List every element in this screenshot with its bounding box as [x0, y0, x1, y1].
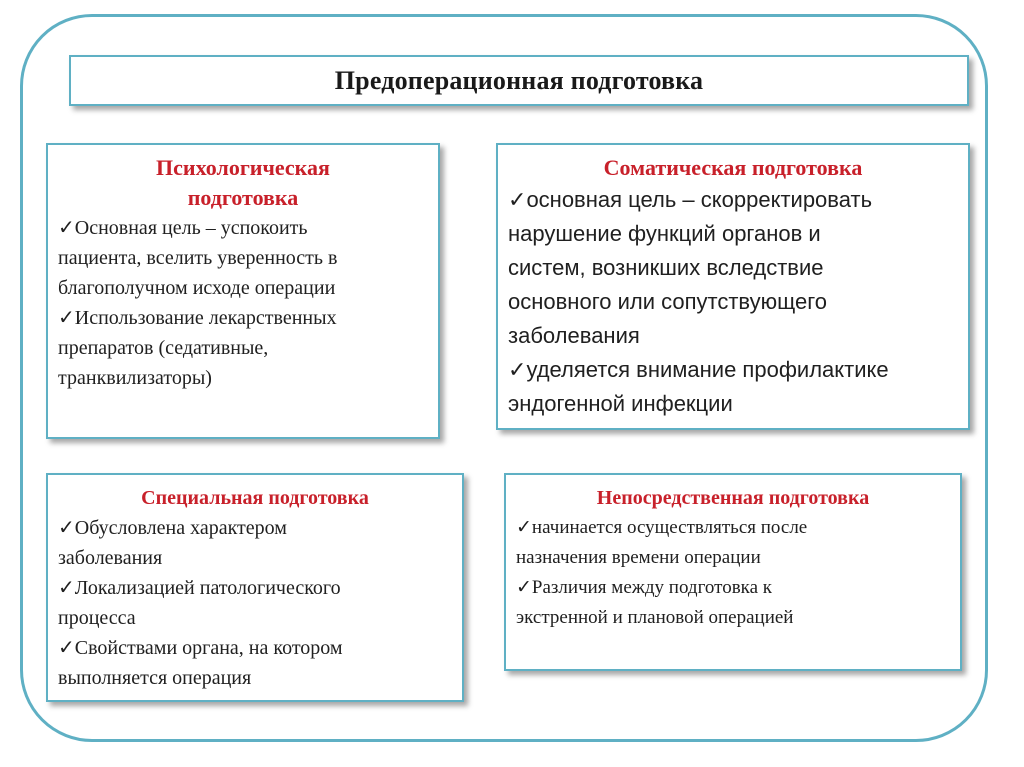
heading-line: Психологическая: [156, 155, 330, 180]
list-item: ✓Основная цель – успокоить пациента, все…: [58, 213, 428, 303]
card-heading: Психологическая подготовка: [58, 153, 428, 213]
card-somatic-preparation: Соматическая подготовка ✓основная цель –…: [496, 143, 970, 430]
check-icon: ✓: [58, 517, 75, 539]
card-heading: Непосредственная подготовка: [516, 483, 950, 513]
check-icon: ✓: [508, 357, 527, 382]
item-line: пациента, вселить уверенность в: [58, 247, 338, 269]
list-item: ✓Обусловлена характером заболевания: [58, 513, 452, 573]
item-line: заболевания: [508, 323, 640, 348]
item-line: Использование лекарственных: [74, 307, 337, 329]
item-line: Основная цель – успокоить: [74, 217, 308, 239]
item-line: начинается осуществляться после: [531, 517, 808, 538]
page-title: Предоперационная подготовка: [334, 65, 704, 95]
item-line: Локализацией патологического: [74, 577, 341, 599]
check-icon: ✓: [58, 577, 75, 599]
card-heading: Специальная подготовка: [58, 483, 452, 513]
item-line: назначения времени операции: [516, 547, 761, 568]
list-item: ✓Свойствами органа, на котором выполняет…: [58, 633, 452, 693]
item-line: заболевания: [58, 547, 163, 569]
outer-frame: [20, 14, 988, 742]
item-line: препаратов (седативные,: [58, 337, 269, 359]
heading-line: Специальная подготовка: [141, 487, 369, 509]
item-line: выполняется операция: [58, 667, 252, 689]
list-item: ✓уделяется внимание профилактике эндоген…: [508, 353, 958, 421]
heading-line: Непосредственная подготовка: [596, 487, 870, 509]
item-line: Обусловлена характером: [74, 517, 287, 539]
card-heading: Соматическая подготовка: [508, 153, 958, 183]
check-icon: ✓: [516, 577, 532, 598]
item-line: экстренной и плановой операцией: [516, 607, 794, 628]
list-item: ✓начинается осуществляться после назначе…: [516, 513, 950, 573]
item-line: основная цель – скорректировать: [526, 187, 873, 212]
list-item: ✓основная цель – скорректировать нарушен…: [508, 183, 958, 353]
item-line: благополучном исходе операции: [58, 277, 336, 299]
list-item: ✓Различия между подготовка к экстренной …: [516, 573, 950, 633]
item-line: уделяется внимание профилактике: [526, 357, 889, 382]
item-line: Свойствами органа, на котором: [74, 637, 343, 659]
card-psychological-preparation: Психологическая подготовка ✓Основная цел…: [46, 143, 440, 439]
title-box: Предоперационная подготовка: [69, 55, 969, 106]
item-line: основного или сопутствующего: [508, 289, 827, 314]
item-line: систем, возникших вследствие: [508, 255, 824, 280]
heading-line: Соматическая подготовка: [603, 155, 863, 180]
check-icon: ✓: [58, 217, 75, 239]
item-line: эндогенной инфекции: [508, 391, 733, 416]
list-item: ✓Локализацией патологического процесса: [58, 573, 452, 633]
check-icon: ✓: [516, 517, 532, 538]
check-icon: ✓: [58, 307, 75, 329]
check-icon: ✓: [58, 637, 75, 659]
item-line: процесса: [58, 607, 136, 629]
heading-line: подготовка: [187, 185, 299, 210]
item-line: Различия между подготовка к: [531, 577, 773, 598]
card-immediate-preparation: Непосредственная подготовка ✓начинается …: [504, 473, 962, 671]
card-special-preparation: Специальная подготовка ✓Обусловлена хара…: [46, 473, 464, 702]
check-icon: ✓: [508, 187, 527, 212]
item-line: транквилизаторы): [58, 367, 212, 389]
list-item: ✓Использование лекарственных препаратов …: [58, 303, 428, 393]
item-line: нарушение функций органов и: [508, 221, 821, 246]
